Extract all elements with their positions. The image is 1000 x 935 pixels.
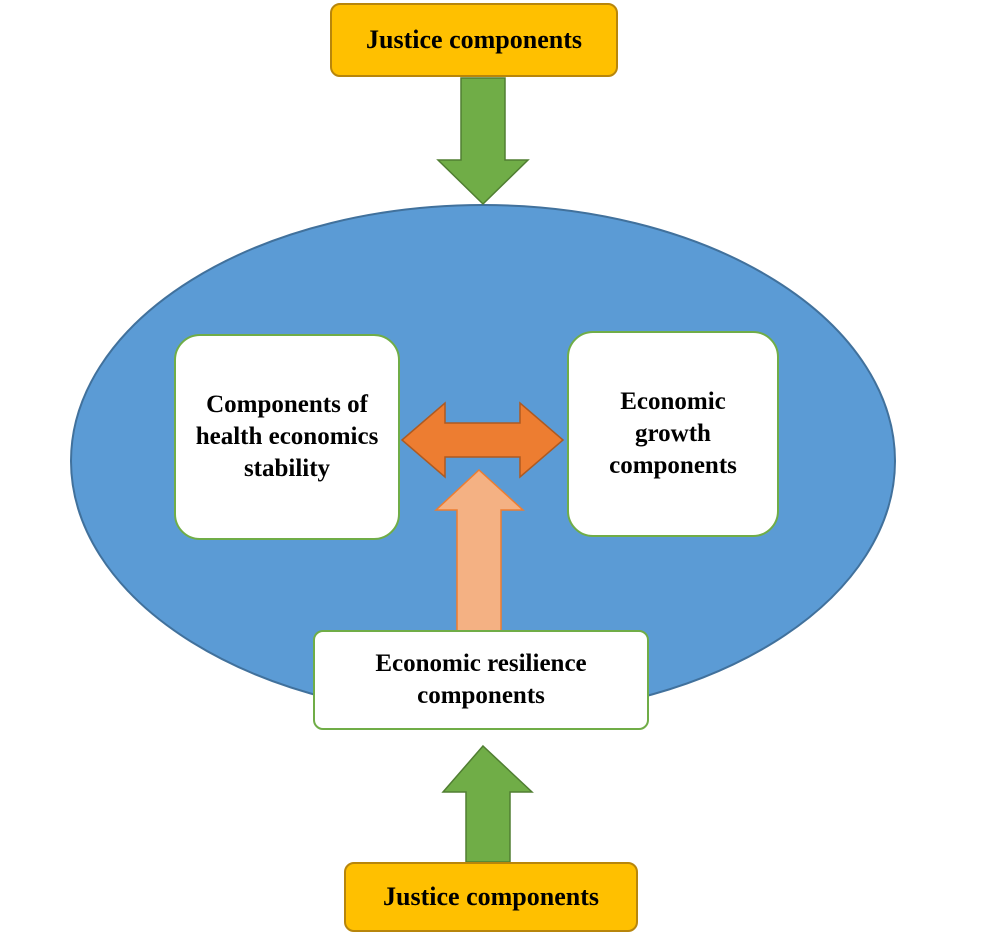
top-justice-label: Justice components — [366, 25, 582, 54]
economic-growth-label: Economic growth components — [609, 388, 737, 479]
arrow-down-icon — [436, 77, 530, 206]
health-stability-box: Components of health economics stability — [174, 334, 400, 540]
bottom-justice-label: Justice components — [383, 882, 599, 911]
economic-growth-box: Economic growth components — [567, 331, 779, 537]
double-arrow-icon — [400, 401, 565, 479]
arrow-up-icon — [441, 744, 534, 863]
health-stability-label: Components of health economics stability — [195, 391, 379, 482]
bottom-justice-box: Justice components — [344, 862, 638, 932]
economic-resilience-box: Economic resilience components — [313, 630, 649, 730]
economic-resilience-label: Economic resilience components — [375, 650, 587, 709]
top-justice-box: Justice components — [330, 3, 618, 77]
